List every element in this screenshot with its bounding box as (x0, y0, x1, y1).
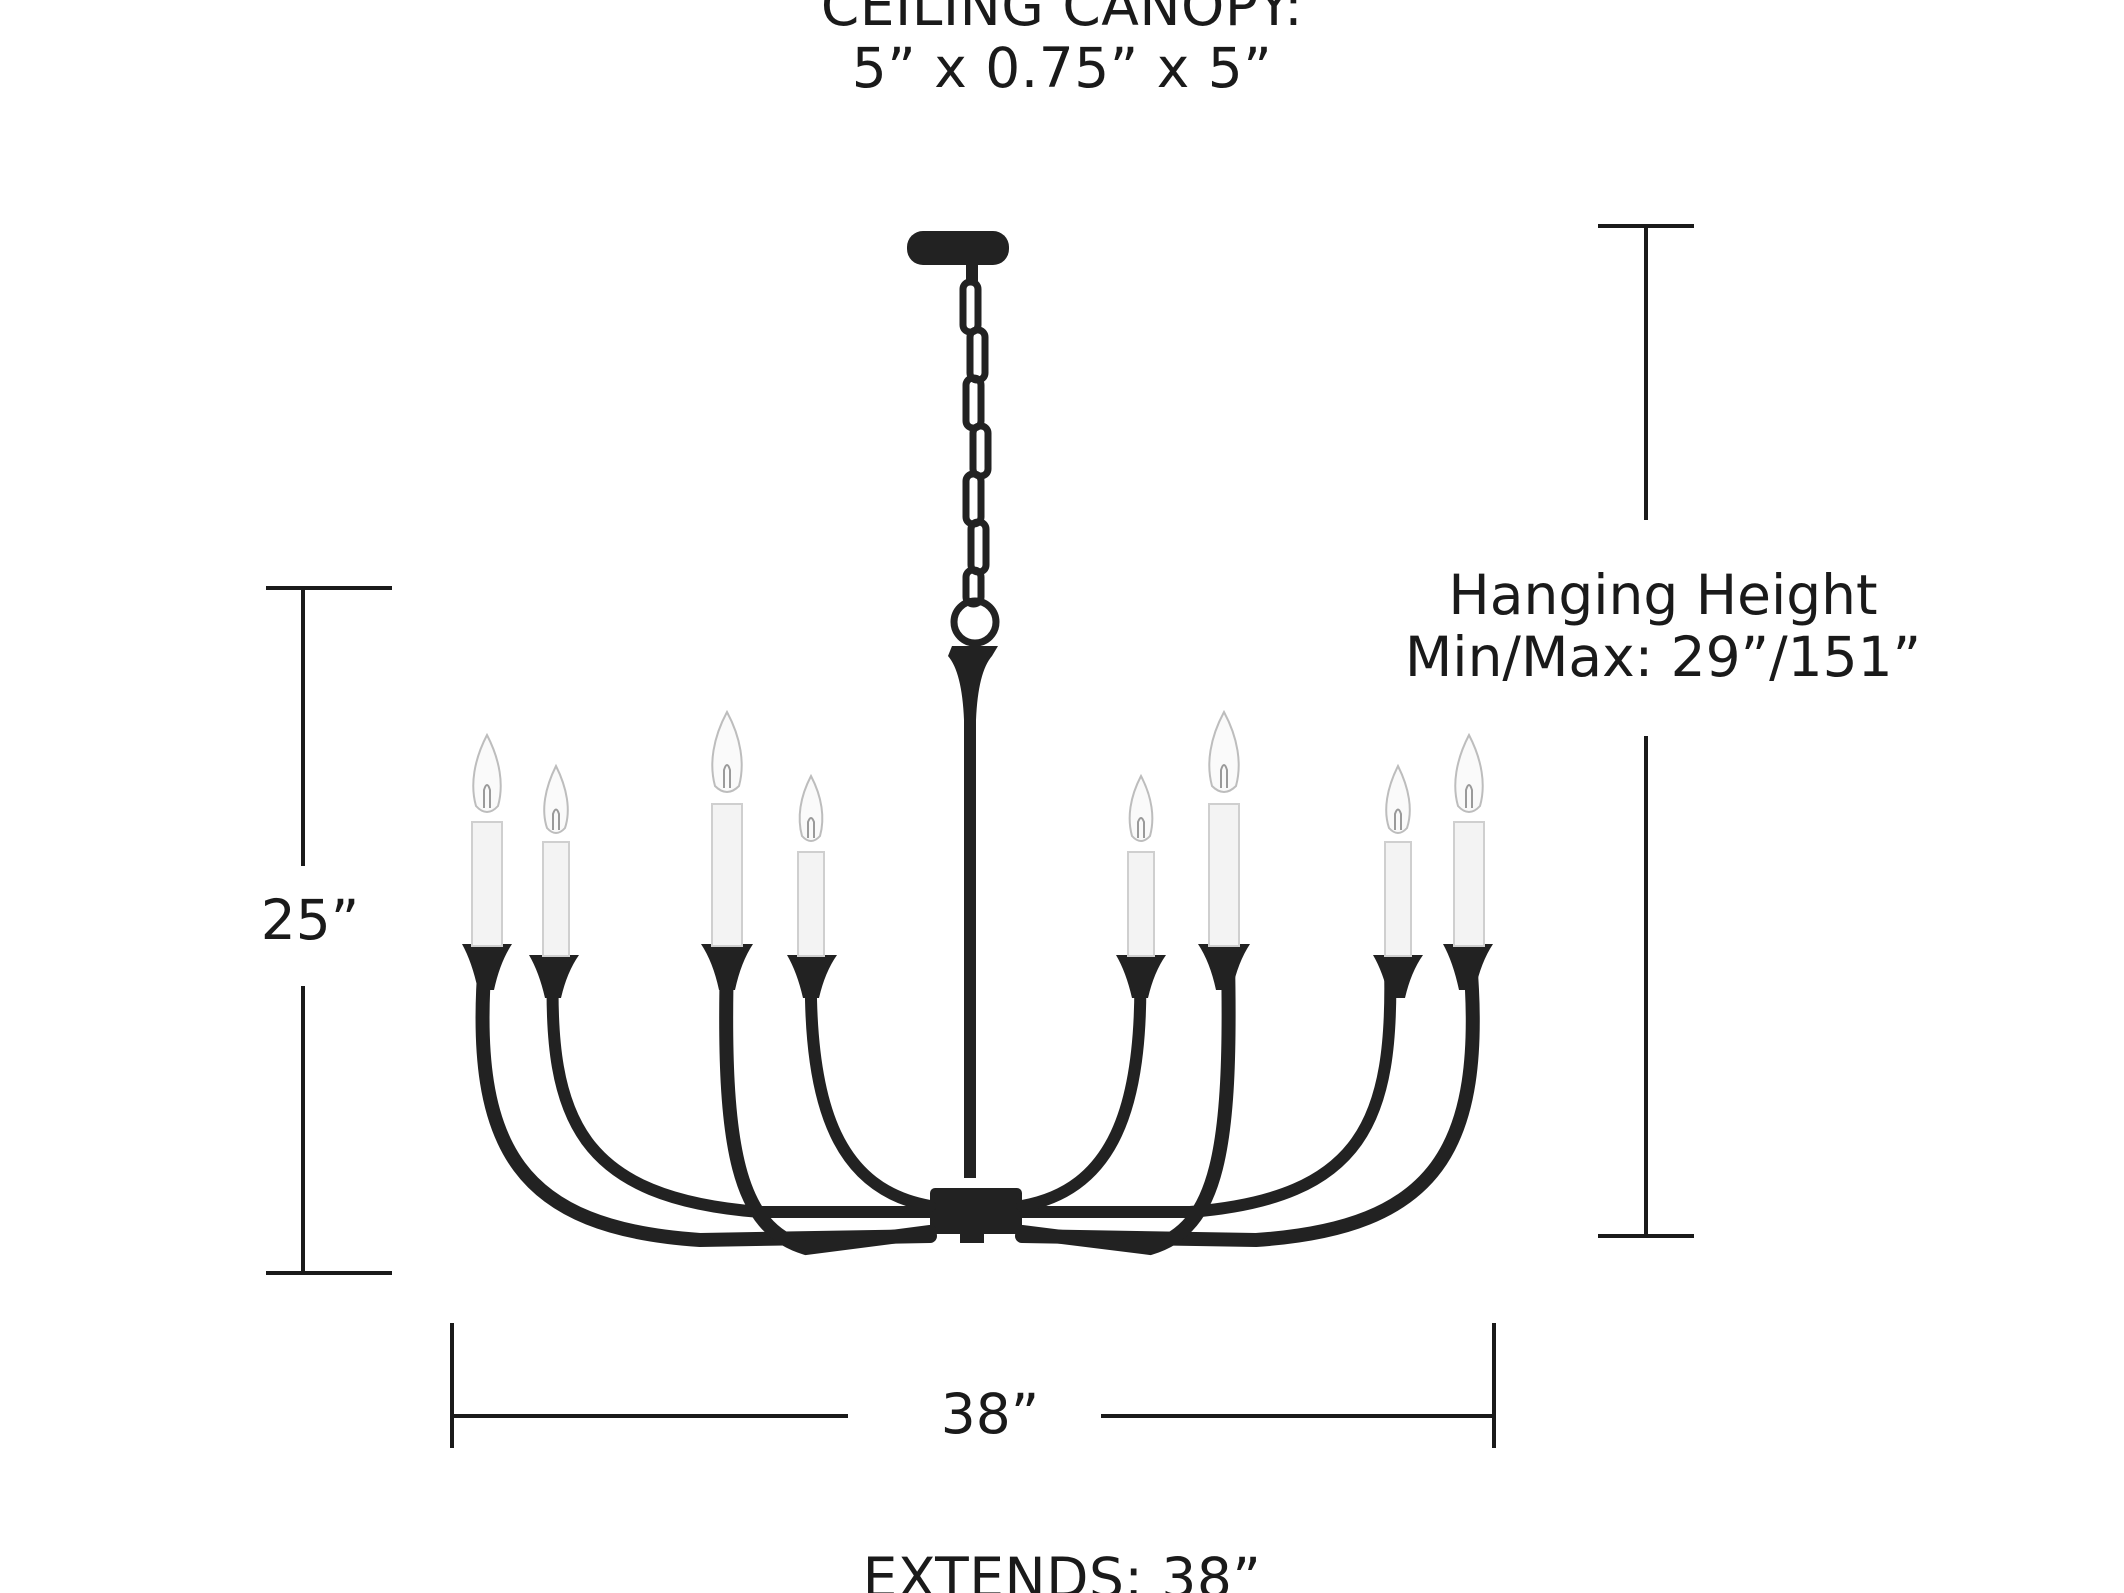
bulb (1128, 773, 1154, 842)
hook-ring (950, 597, 1000, 647)
chain-link (959, 278, 982, 336)
bulb (1208, 709, 1240, 793)
candle-sleeve (1208, 803, 1240, 947)
candle-cups (462, 944, 1493, 998)
cup-8 (1443, 944, 1493, 990)
hanging-height-heading: Hanging Height (1448, 563, 1878, 627)
filament (723, 764, 731, 788)
candle-sleeve (797, 851, 825, 957)
bulb (1454, 732, 1484, 813)
candle-sleeve (542, 841, 570, 957)
candle-sleeve (471, 821, 503, 947)
filament (483, 784, 491, 808)
bulbs (472, 709, 1484, 842)
canopy-plate (907, 231, 1009, 265)
arm-inner-left (719, 953, 937, 1256)
center-stem (930, 646, 1022, 1243)
arm-inner-right (1015, 953, 1236, 1256)
candle-sleeves (471, 803, 1485, 957)
filament (1220, 764, 1228, 788)
filament (552, 808, 560, 830)
cup-1 (462, 944, 512, 990)
chain-link (962, 470, 985, 528)
filament (1465, 784, 1473, 808)
filament (807, 817, 815, 838)
arms (475, 953, 1480, 1256)
chain-link (969, 422, 992, 480)
canopy-heading: CEILING CANOPY: (820, 0, 1304, 38)
center-hub (930, 1188, 1022, 1234)
filament (1137, 817, 1145, 838)
cup-2 (529, 955, 579, 998)
canopy-dimensions: 5” x 0.75” x 5” (851, 35, 1273, 100)
candle-sleeve (1127, 851, 1155, 957)
arm-back-center-left (804, 959, 936, 1212)
hanging-height-value: Min/Max: 29”/151” (1404, 624, 1922, 689)
fixture-width-label: 38” (940, 1382, 1040, 1446)
cup-7 (1373, 955, 1423, 998)
stem-finial (948, 646, 998, 1178)
cup-5 (1116, 955, 1166, 998)
arm-back-center-right (1016, 959, 1147, 1212)
arm-outer-right (1015, 953, 1480, 1248)
candle-sleeve (711, 803, 743, 947)
cup-3 (701, 944, 753, 990)
chain (950, 278, 1000, 647)
fixture-height-label: 25” (260, 888, 360, 952)
bulb (543, 763, 569, 834)
extends-label: EXTENDS: 38” (862, 1546, 1262, 1593)
hanging-height-dimension (1598, 224, 1694, 1238)
arm-outer-left (475, 953, 937, 1248)
cup-6 (1198, 944, 1250, 990)
hanging-height-label: Hanging Height Min/Max: 29”/151” (1363, 563, 1963, 689)
hub-finial (960, 1234, 984, 1243)
arm-back-left (546, 959, 936, 1218)
fixture-width-dimension (450, 1323, 1496, 1448)
bulb (1385, 763, 1411, 834)
filaments (483, 764, 1473, 838)
chain-link (966, 326, 989, 384)
candle-sleeve (1453, 821, 1485, 947)
bulb (472, 732, 502, 813)
ceiling-canopy-label: CEILING CANOPY: 5” x 0.75” x 5” (562, 0, 1562, 99)
ceiling-canopy (907, 231, 1009, 282)
bulb (798, 773, 824, 842)
fixture-height-dimension (266, 586, 392, 1275)
cup-4 (787, 955, 837, 998)
candle-sleeve (1384, 841, 1412, 957)
canopy-loop (966, 264, 978, 282)
arm-back-right (1016, 959, 1397, 1218)
chain-link (967, 518, 990, 576)
chain-link (962, 374, 985, 432)
filament (1394, 808, 1402, 830)
bulb (711, 709, 743, 793)
